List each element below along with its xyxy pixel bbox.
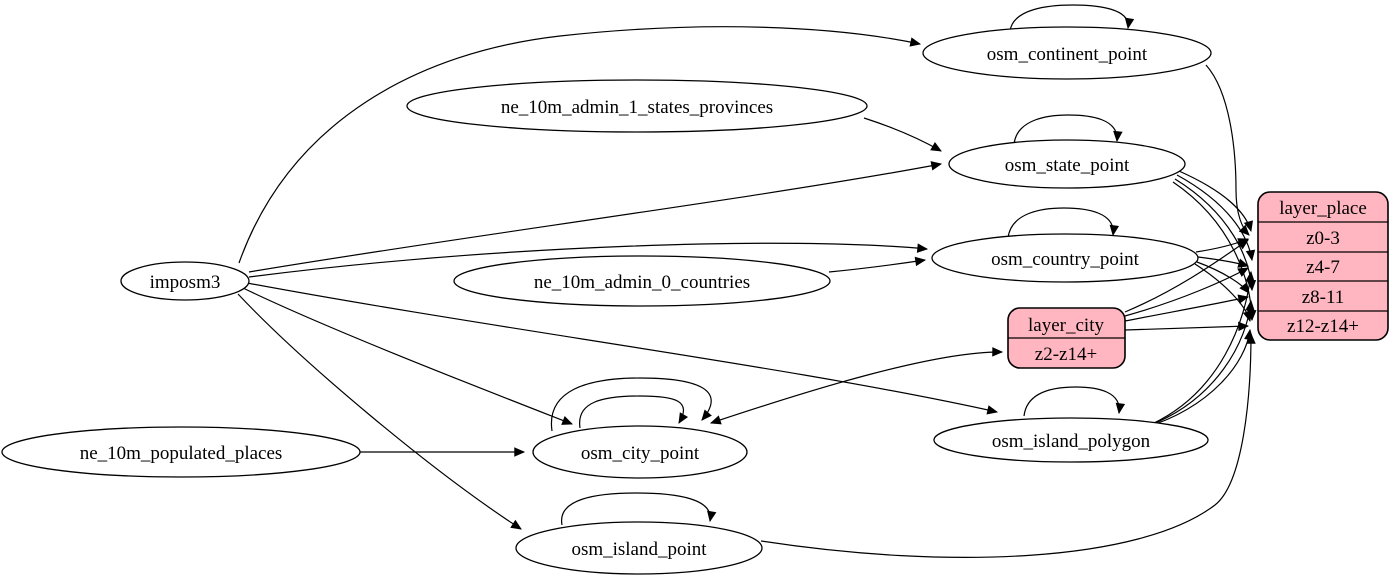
- node-layer-place: layer_place z0-3 z4-7 z8-11 z12-z14+: [1257, 191, 1389, 341]
- edge-country-place-z4: [1197, 256, 1250, 268]
- edge-imposm3-continent: [238, 26, 922, 264]
- edge-country-place-z12: [1194, 263, 1253, 323]
- layer-place-row-z12: z12-z14+: [1287, 316, 1359, 337]
- edge-continent-place-z0: [1205, 64, 1250, 236]
- edge-ne-admin0-country: [828, 256, 927, 273]
- ne-admin0-label: ne_10m_admin_0_countries: [534, 272, 750, 293]
- edge-island-polygon-place-z12: [1143, 328, 1254, 429]
- node-osm-state-point: osm_state_point: [948, 139, 1186, 189]
- edge-imposm3-island-point: [237, 293, 522, 530]
- self-loop-island-point: [561, 492, 717, 526]
- layer-place-row-z4: z4-7: [1306, 257, 1340, 278]
- osm-continent-point-shape: [922, 26, 1212, 80]
- edge-city-layer-city: [709, 347, 1004, 425]
- osm-city-point-shape: [532, 425, 748, 479]
- edge-ne-admin1-state: [863, 117, 942, 152]
- ne-admin1-label: ne_10m_admin_1_states_provinces: [501, 97, 773, 118]
- node-ne-admin1: ne_10m_admin_1_states_provinces: [406, 79, 868, 133]
- edge-layer-city-place-z4: [1124, 267, 1249, 317]
- edge-imposm3-country: [248, 242, 929, 278]
- self-loop-city-inner: [579, 395, 689, 429]
- node-osm-city-point: osm_city_point: [532, 425, 748, 479]
- imposm3-label: imposm3: [150, 272, 221, 293]
- osm-state-point-label: osm_state_point: [1005, 155, 1130, 176]
- edge-country-place-z0: [1195, 238, 1250, 253]
- osm-island-point-label: osm_island_point: [571, 539, 707, 560]
- osm-country-point-shape: [931, 233, 1199, 283]
- node-osm-country-point: osm_country_point: [931, 233, 1199, 283]
- edge-state-place-z4: [1176, 174, 1256, 262]
- osm-city-point-label: osm_city_point: [581, 443, 700, 464]
- node-ne-places: ne_10m_populated_places: [1, 426, 361, 478]
- imposm3-shape: [120, 261, 250, 301]
- ne-places-shape: [1, 426, 361, 478]
- ne-admin1-shape: [406, 79, 868, 133]
- self-loop-state: [1013, 114, 1123, 145]
- edge-group: [237, 4, 1257, 558]
- osm-state-point-shape: [948, 139, 1186, 189]
- edge-island-polygon-place-z4: [1151, 270, 1255, 425]
- edge-layer-city-place-z12: [1124, 321, 1250, 332]
- self-loop-continent: [1009, 4, 1135, 32]
- self-loop-country: [1007, 207, 1120, 239]
- osm-continent-point-label: osm_continent_point: [987, 44, 1148, 65]
- osm-island-polygon-label: osm_island_polygon: [992, 431, 1151, 452]
- node-osm-island-point: osm_island_point: [515, 521, 763, 575]
- layer-place-title: layer_place: [1279, 198, 1367, 219]
- node-imposm3: imposm3: [120, 261, 250, 301]
- ne-admin0-shape: [453, 255, 831, 307]
- edge-imposm3-city: [242, 287, 574, 425]
- self-loop-city-outer: [550, 377, 712, 432]
- edge-island-polygon-place-z8: [1147, 299, 1255, 427]
- layer-city-title: layer_city: [1028, 315, 1104, 336]
- layer-place-row-z0: z0-3: [1306, 228, 1340, 249]
- node-layer-city: layer_city z2-z14+: [1007, 307, 1126, 369]
- edge-country-place-z8: [1196, 261, 1250, 294]
- layer-city-row-z2: z2-z14+: [1035, 344, 1097, 365]
- layer-place-box: [1257, 191, 1389, 341]
- edge-island-point-place-z12: [760, 332, 1256, 558]
- self-loop-island-polygon: [1023, 386, 1126, 417]
- edge-imposm3-state: [248, 161, 943, 273]
- layer-place-row-z8: z8-11: [1302, 287, 1345, 308]
- edge-layer-city-place-z8: [1124, 294, 1250, 322]
- node-osm-island-polygon: osm_island_polygon: [933, 417, 1209, 463]
- ne-places-label: ne_10m_populated_places: [80, 443, 283, 464]
- osm-island-polygon-shape: [933, 417, 1209, 463]
- osm-country-point-label: osm_country_point: [991, 249, 1139, 270]
- osm-island-point-shape: [515, 521, 763, 575]
- node-osm-continent-point: osm_continent_point: [922, 26, 1212, 80]
- edge-state-place-z8: [1174, 178, 1257, 292]
- node-ne-admin0: ne_10m_admin_0_countries: [453, 255, 831, 307]
